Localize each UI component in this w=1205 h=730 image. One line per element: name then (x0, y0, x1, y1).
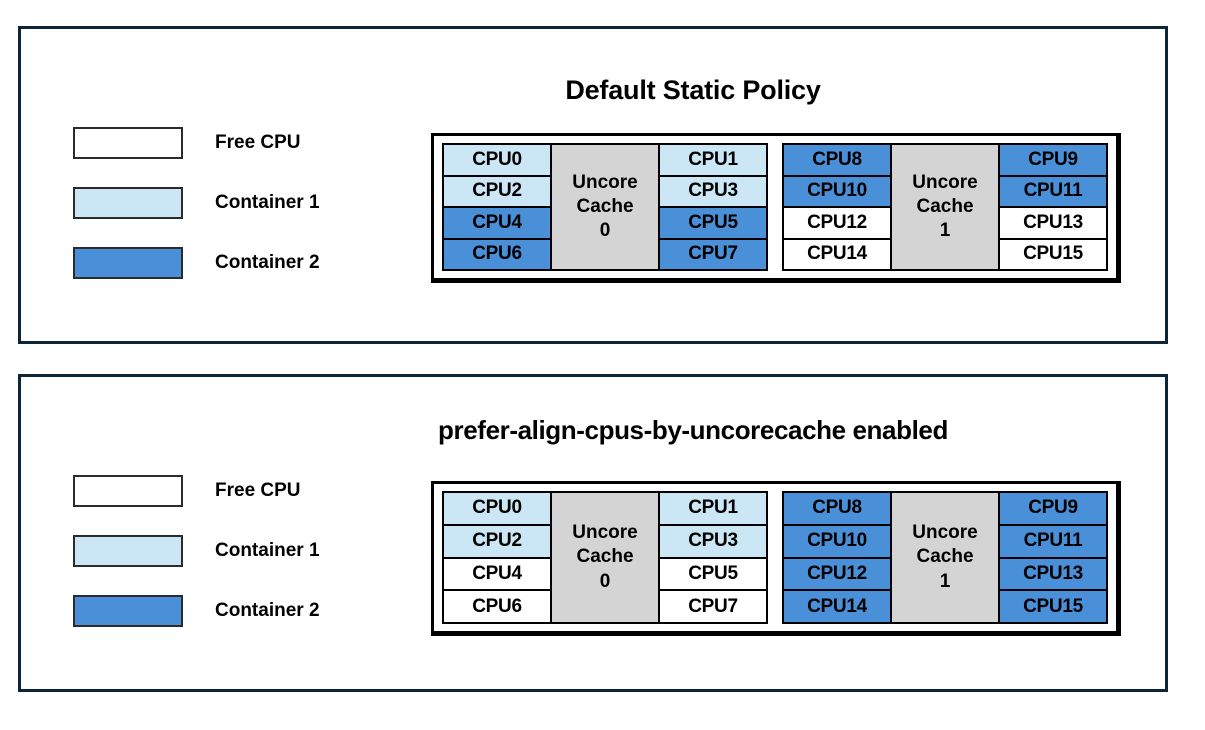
cpu-cell: CPU2 (444, 176, 550, 208)
legend-swatch-free-cpu (73, 127, 183, 159)
legend-swatch-container-1 (73, 187, 183, 219)
cpu-topology-diagram-top: CPU0 CPU2 CPU4 CPU6 Uncore Cache 0 CPU1 … (431, 133, 1121, 283)
uncore-cache-block-1: Uncore Cache 1 (890, 493, 1000, 622)
legend-label-container-1: Container 1 (215, 192, 320, 213)
legend-swatch-container-2 (73, 595, 183, 627)
uncore-cache-block-1: Uncore Cache 1 (890, 145, 1000, 269)
cpu-cell: CPU12 (784, 208, 890, 240)
legend-item-free-cpu: Free CPU (73, 113, 373, 173)
cache-group-0: CPU0 CPU2 CPU4 CPU6 Uncore Cache 0 CPU1 … (442, 491, 768, 624)
cpu-cell: CPU2 (444, 525, 550, 559)
cpu-cell: CPU4 (444, 558, 550, 592)
uncore-cache-index: 1 (939, 220, 951, 242)
cpu-cell: CPU3 (660, 176, 766, 208)
cpu-cell: CPU10 (784, 525, 890, 559)
uncore-cache-line-1: Uncore (572, 522, 638, 544)
cpu-cell: CPU7 (660, 591, 766, 622)
legend-bottom: Free CPU Container 1 Container 2 (73, 461, 373, 641)
legend-label-free-cpu: Free CPU (215, 480, 301, 501)
cpu-cell: CPU6 (444, 591, 550, 622)
page-title-default-static-policy: Default Static Policy (565, 75, 821, 105)
cpu-column-right-cache-1: CPU9 CPU11 CPU13 CPU15 (1000, 145, 1106, 269)
legend-item-free-cpu: Free CPU (73, 461, 373, 521)
uncore-cache-line-2: Cache (576, 195, 634, 217)
cpu-cell: CPU11 (1000, 525, 1106, 559)
cpu-topology-diagram-bottom: CPU0 CPU2 CPU4 CPU6 Uncore Cache 0 CPU1 … (431, 481, 1121, 636)
cpu-column-right-cache-1: CPU9 CPU11 CPU13 CPU15 (1000, 493, 1106, 622)
uncore-cache-block-0: Uncore Cache 0 (550, 493, 660, 622)
uncore-cache-index: 1 (939, 570, 951, 592)
legend-item-container-1: Container 1 (73, 521, 373, 581)
cpu-cell: CPU12 (784, 558, 890, 592)
panel-prefer-align-cpus-by-uncorecache: prefer-align-cpus-by-uncorecache enabled… (18, 374, 1168, 692)
cpu-column-left-cache-0: CPU0 CPU2 CPU4 CPU6 (444, 145, 550, 269)
uncore-cache-line-1: Uncore (912, 171, 978, 193)
cpu-cell: CPU11 (1000, 176, 1106, 208)
cpu-cell: CPU0 (444, 493, 550, 526)
uncore-cache-index: 0 (599, 570, 611, 592)
cache-group-1: CPU8 CPU10 CPU12 CPU14 Uncore Cache 1 CP… (782, 143, 1108, 271)
cpu-cell: CPU7 (660, 239, 766, 269)
uncore-cache-line-2: Cache (916, 546, 974, 568)
legend-swatch-container-1 (73, 535, 183, 567)
cpu-cell: CPU8 (784, 493, 890, 526)
cpu-cell: CPU15 (1000, 239, 1106, 269)
cpu-cell: CPU4 (444, 208, 550, 240)
cpu-column-left-cache-0: CPU0 CPU2 CPU4 CPU6 (444, 493, 550, 622)
cpu-cell: CPU9 (1000, 493, 1106, 526)
legend-swatch-container-2 (73, 247, 183, 279)
uncore-cache-line-1: Uncore (912, 522, 978, 544)
uncore-cache-line-2: Cache (916, 195, 974, 217)
legend-item-container-1: Container 1 (73, 173, 373, 233)
cpu-cell: CPU10 (784, 176, 890, 208)
cpu-column-left-cache-1: CPU8 CPU10 CPU12 CPU14 (784, 493, 890, 622)
cpu-cell: CPU14 (784, 239, 890, 269)
legend-label-free-cpu: Free CPU (215, 132, 301, 153)
cpu-cell: CPU13 (1000, 558, 1106, 592)
cpu-cell: CPU5 (660, 558, 766, 592)
legend-label-container-1: Container 1 (215, 540, 320, 561)
cpu-cell: CPU3 (660, 525, 766, 559)
cpu-cell: CPU9 (1000, 145, 1106, 177)
cpu-cell: CPU14 (784, 591, 890, 622)
cpu-cell: CPU5 (660, 208, 766, 240)
cpu-cell: CPU13 (1000, 208, 1106, 240)
uncore-cache-block-0: Uncore Cache 0 (550, 145, 660, 269)
legend-label-container-2: Container 2 (215, 252, 320, 273)
cache-group-1: CPU8 CPU10 CPU12 CPU14 Uncore Cache 1 CP… (782, 491, 1108, 624)
legend-item-container-2: Container 2 (73, 233, 373, 293)
cache-group-0: CPU0 CPU2 CPU4 CPU6 Uncore Cache 0 CPU1 … (442, 143, 768, 271)
panel-default-static-policy: Default Static Policy Free CPU Container… (18, 26, 1168, 344)
uncore-cache-line-1: Uncore (572, 171, 638, 193)
legend-label-container-2: Container 2 (215, 600, 320, 621)
legend-top: Free CPU Container 1 Container 2 (73, 113, 373, 293)
legend-swatch-free-cpu (73, 475, 183, 507)
uncore-cache-line-2: Cache (576, 546, 634, 568)
cpu-cell: CPU0 (444, 145, 550, 177)
page-title-prefer-align-cpus-by-uncorecache: prefer-align-cpus-by-uncorecache enabled (438, 415, 948, 445)
uncore-cache-index: 0 (599, 220, 611, 242)
cpu-column-left-cache-1: CPU8 CPU10 CPU12 CPU14 (784, 145, 890, 269)
cpu-column-right-cache-0: CPU1 CPU3 CPU5 CPU7 (660, 145, 766, 269)
cpu-cell: CPU1 (660, 493, 766, 526)
cpu-column-right-cache-0: CPU1 CPU3 CPU5 CPU7 (660, 493, 766, 622)
cpu-cell: CPU8 (784, 145, 890, 177)
cpu-cell: CPU15 (1000, 591, 1106, 622)
legend-item-container-2: Container 2 (73, 581, 373, 641)
cpu-cell: CPU6 (444, 239, 550, 269)
cpu-cell: CPU1 (660, 145, 766, 177)
